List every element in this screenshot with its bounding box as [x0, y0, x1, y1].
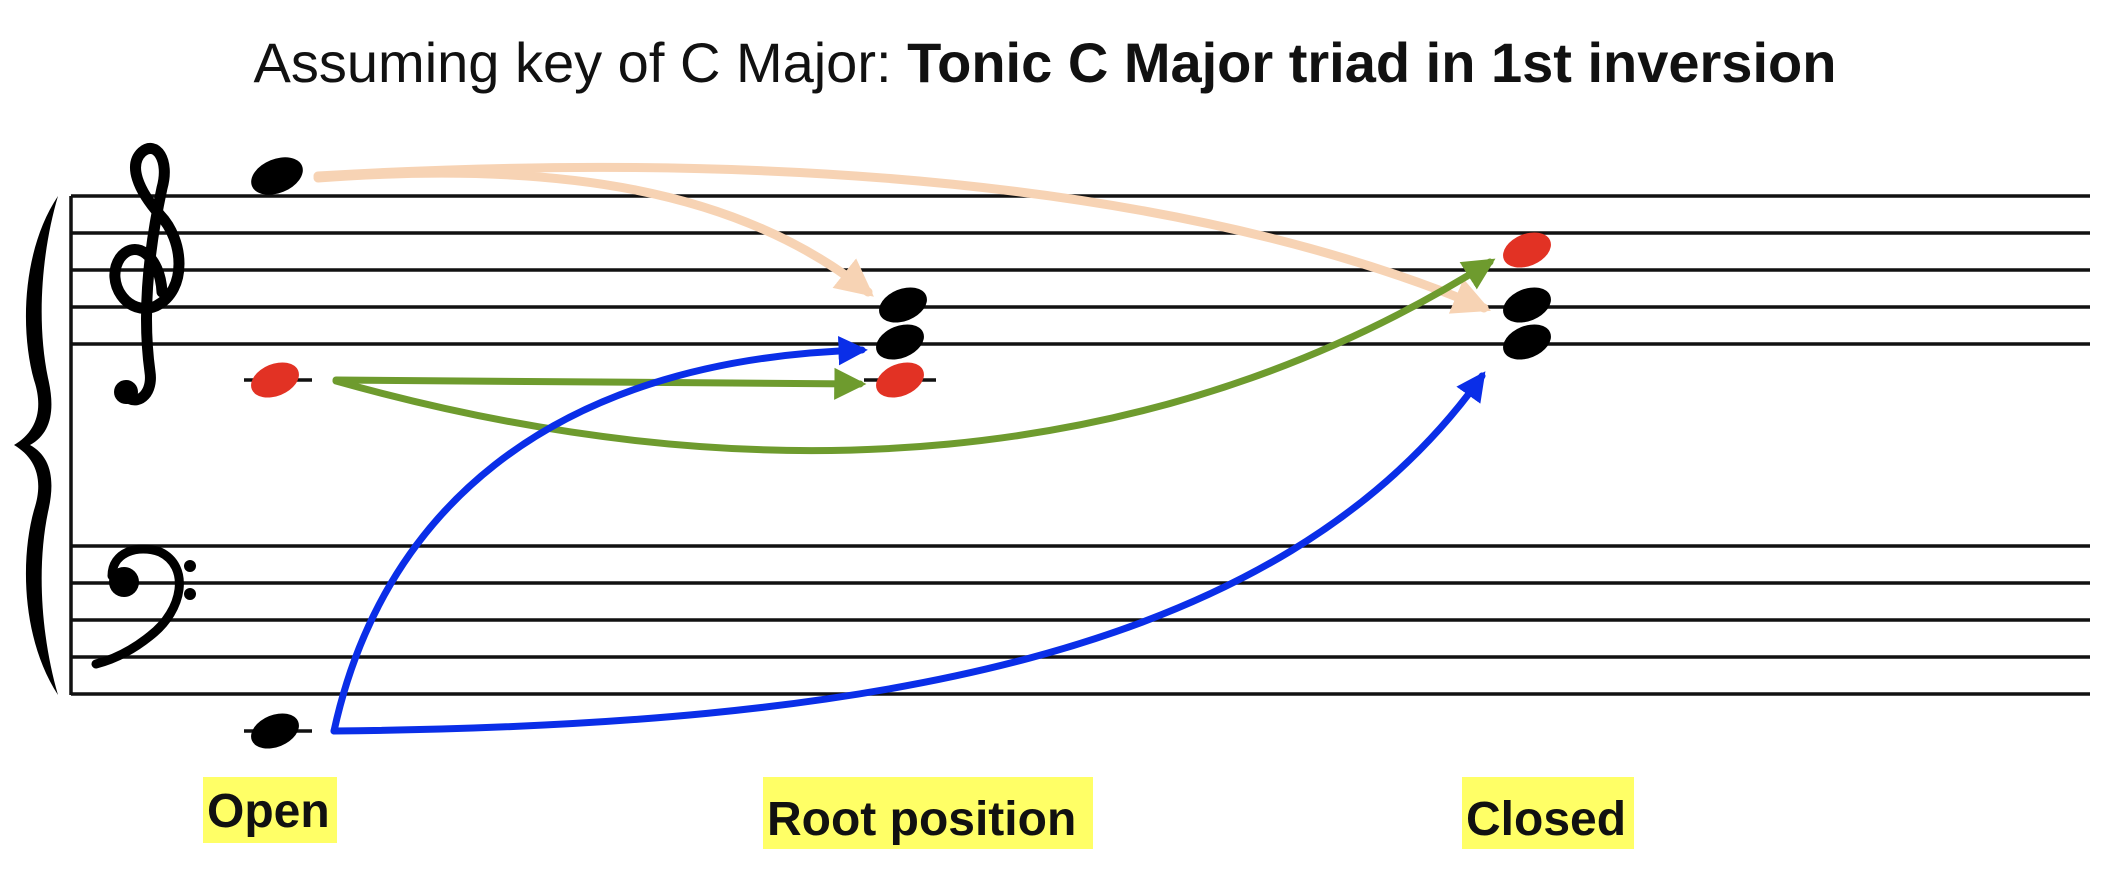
bass-clef-icon — [91, 544, 196, 669]
note-head — [251, 157, 303, 195]
note-head-red — [251, 362, 299, 398]
label-highlight — [1462, 777, 1634, 849]
arrows-green — [332, 258, 1496, 455]
label-open-text: Open — [207, 785, 330, 838]
peach-arrow-to-closed — [313, 162, 1491, 314]
arrows-peach — [313, 162, 1491, 314]
brace-icon — [14, 196, 58, 695]
bass-staff — [71, 544, 2090, 696]
note-head — [1503, 324, 1551, 360]
label-highlight — [763, 777, 1093, 849]
title-bold: Tonic C Major triad in 1st inversion — [907, 31, 1836, 94]
note-head — [251, 713, 299, 749]
label-root-position-text: Root position — [767, 793, 1076, 846]
blue-arrow-to-root — [330, 336, 868, 735]
notes-open — [251, 157, 303, 749]
note-head — [1503, 287, 1551, 323]
grand-staff — [69, 194, 2090, 696]
label-closed: Closed — [1462, 777, 1634, 849]
note-head — [879, 287, 927, 323]
notes-root-position — [876, 287, 927, 398]
note-head-red — [876, 362, 924, 398]
title-prefix: Assuming key of C Major: — [254, 31, 908, 94]
note-head — [876, 324, 924, 360]
arrows-blue — [330, 336, 1486, 735]
label-root-position: Root position — [763, 777, 1093, 849]
green-arrow-to-closed — [332, 258, 1496, 455]
label-closed-text: Closed — [1466, 793, 1626, 846]
notes-closed — [1503, 232, 1551, 360]
green-arrow-to-root — [332, 367, 867, 400]
label-highlight — [203, 777, 337, 843]
treble-staff — [71, 194, 2090, 346]
blue-arrow-to-closed — [330, 371, 1486, 735]
treble-clef-icon — [109, 143, 185, 406]
label-open: Open — [203, 777, 337, 843]
page-title: Assuming key of C Major: Tonic C Major t… — [254, 31, 1837, 94]
note-head-red — [1503, 232, 1551, 268]
